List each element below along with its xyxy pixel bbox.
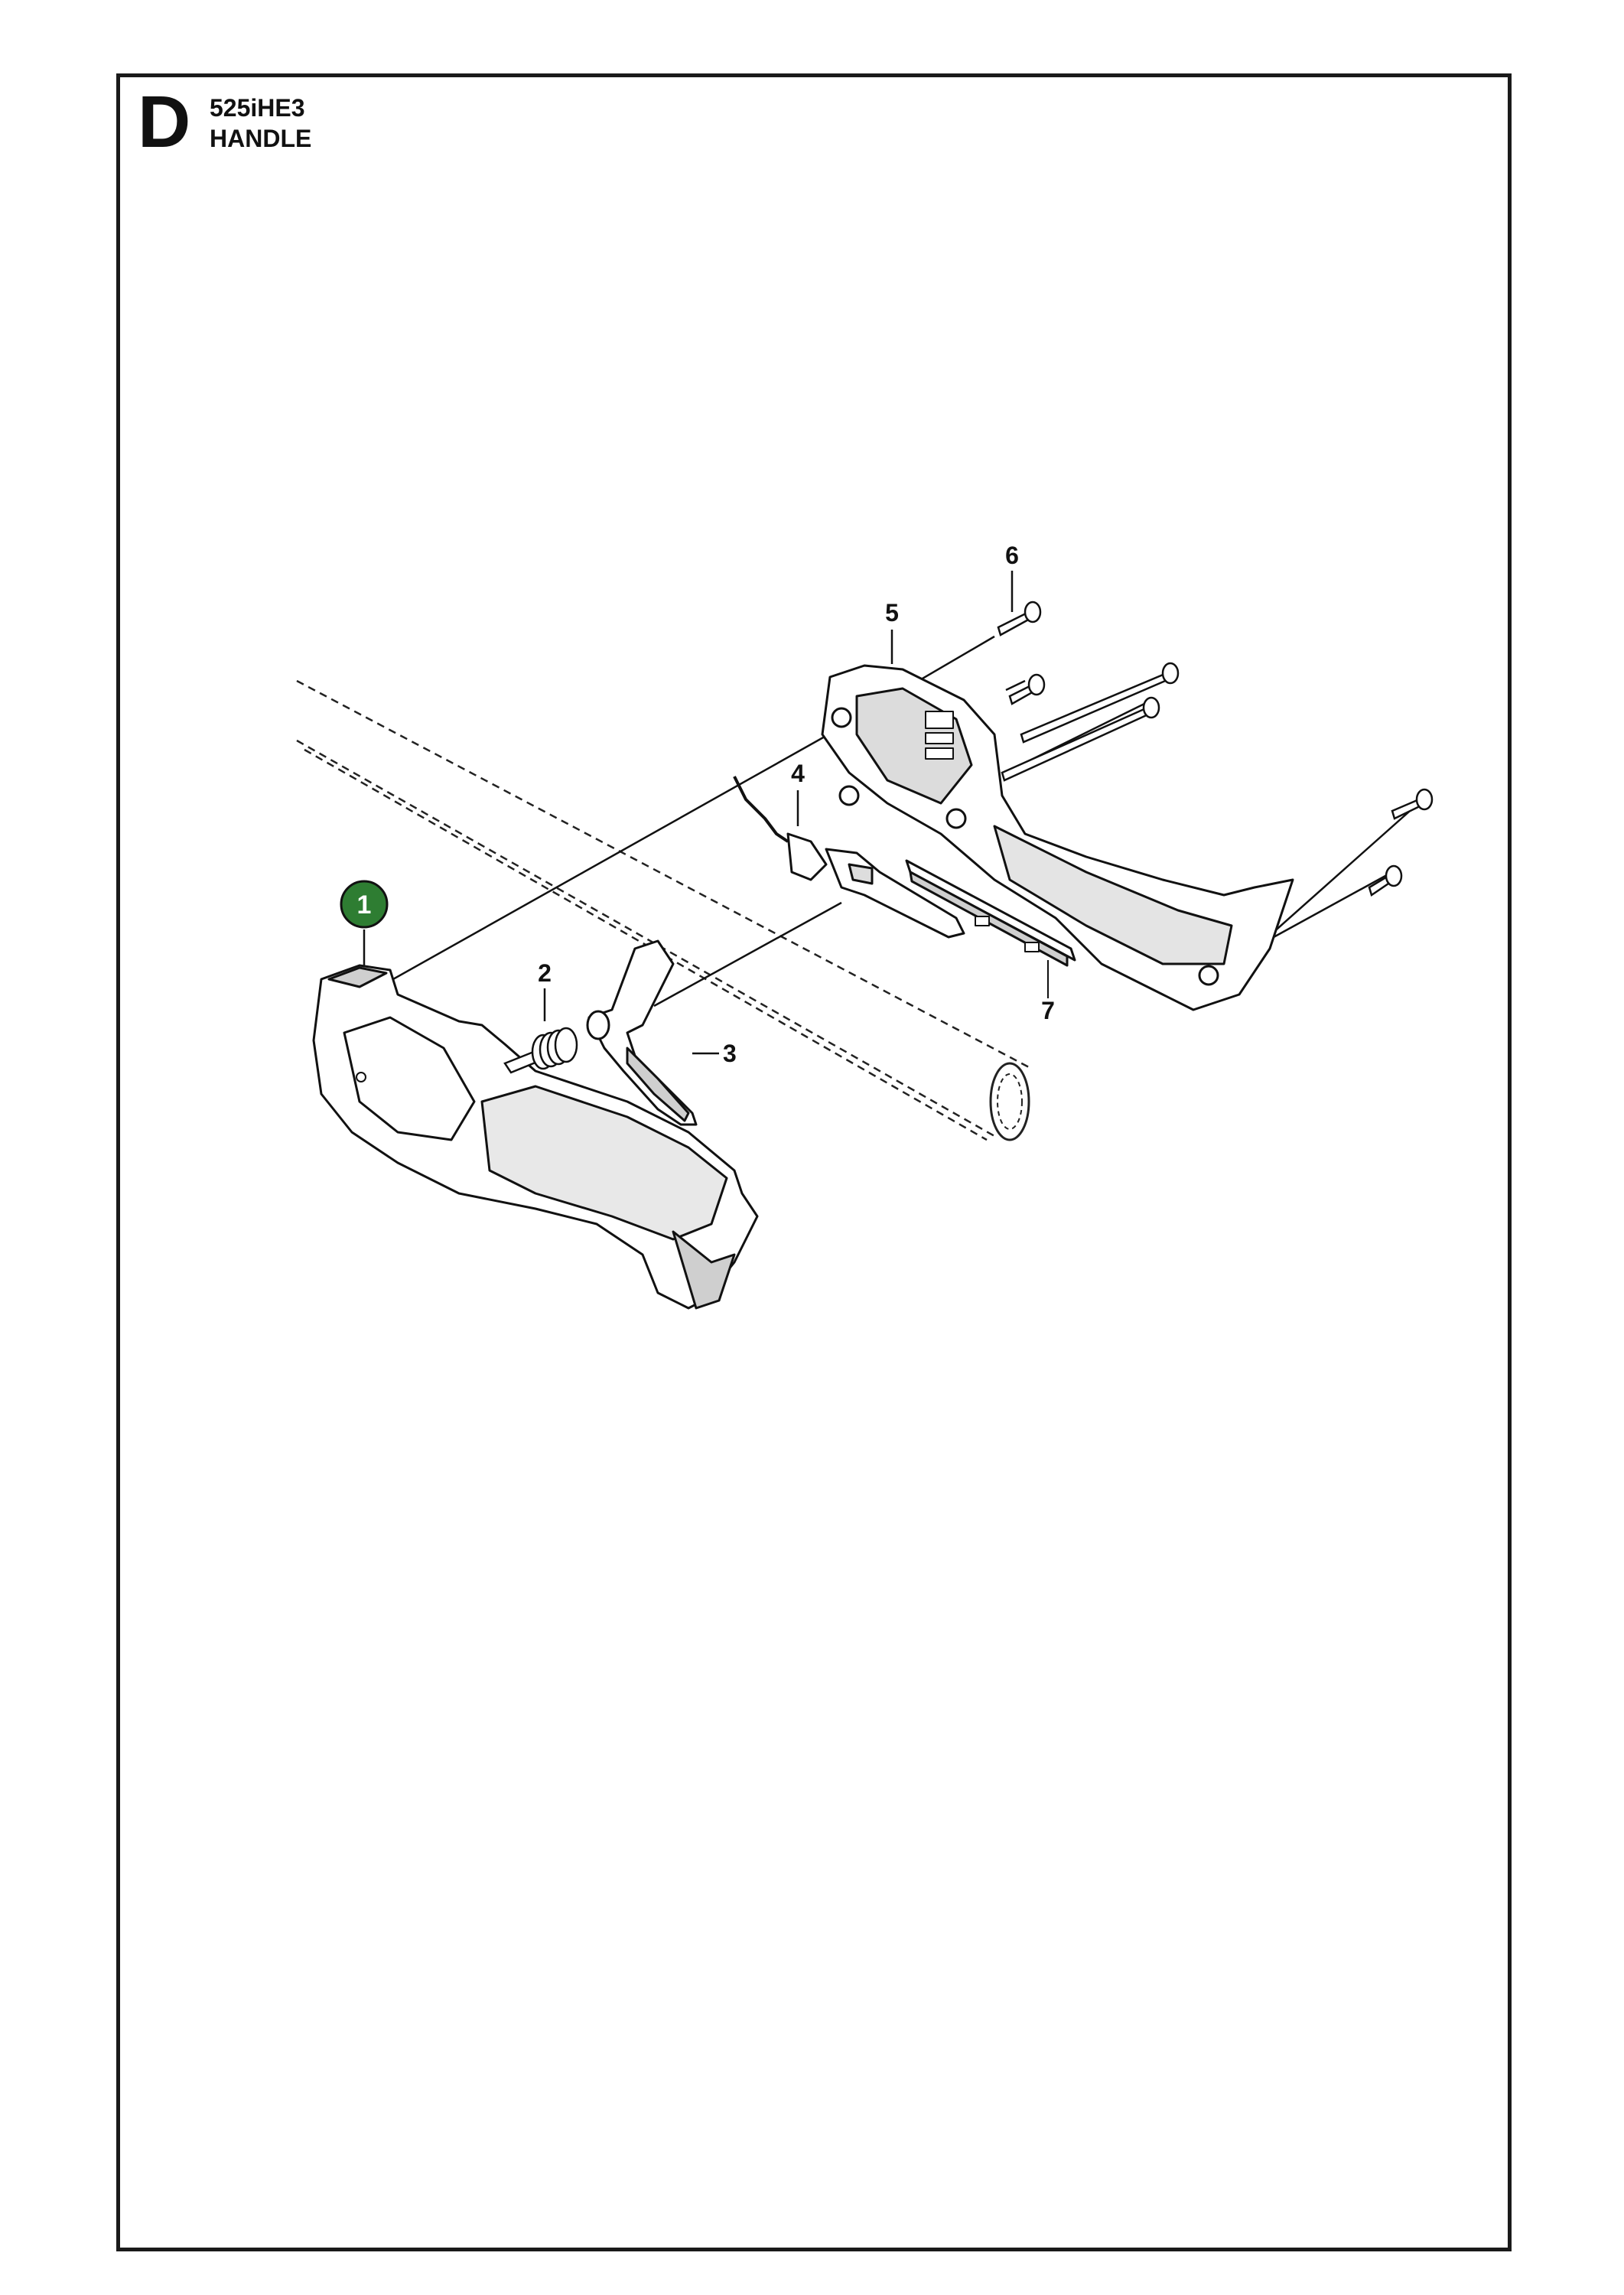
rear-handle-housing-icon xyxy=(312,964,759,1310)
callout-part-6[interactable]: 6 xyxy=(1005,542,1019,569)
page-frame xyxy=(116,73,1512,2251)
section-letter: D xyxy=(138,81,191,163)
shaft-tube-end xyxy=(989,1062,1030,1141)
cable-plate-icon xyxy=(905,859,1076,998)
callout-part-5[interactable]: 5 xyxy=(885,599,899,627)
section-name: HANDLE xyxy=(210,125,312,152)
part-callouts: 1 2 3 4 5 6 7 xyxy=(340,542,1055,1067)
callout-part-2[interactable]: 2 xyxy=(538,959,552,987)
handle-half-icon xyxy=(821,664,1294,1011)
screw-icon xyxy=(997,601,1434,897)
callout-number: 1 xyxy=(357,890,372,920)
highlight-badge xyxy=(340,880,389,929)
throttle-trigger-icon xyxy=(586,939,698,1126)
assembly-lines xyxy=(386,635,1424,1008)
callout-leaders xyxy=(363,571,1014,1055)
callout-part-7[interactable]: 7 xyxy=(1041,997,1055,1024)
callout-part-1[interactable]: 1 xyxy=(340,880,389,929)
spring-icon xyxy=(503,1027,578,1074)
callout-part-4[interactable]: 4 xyxy=(791,760,805,787)
callout-part-3[interactable]: 3 xyxy=(723,1040,737,1067)
lockout-lever-icon xyxy=(733,776,965,939)
model-title: 525iHE3 xyxy=(210,94,305,122)
